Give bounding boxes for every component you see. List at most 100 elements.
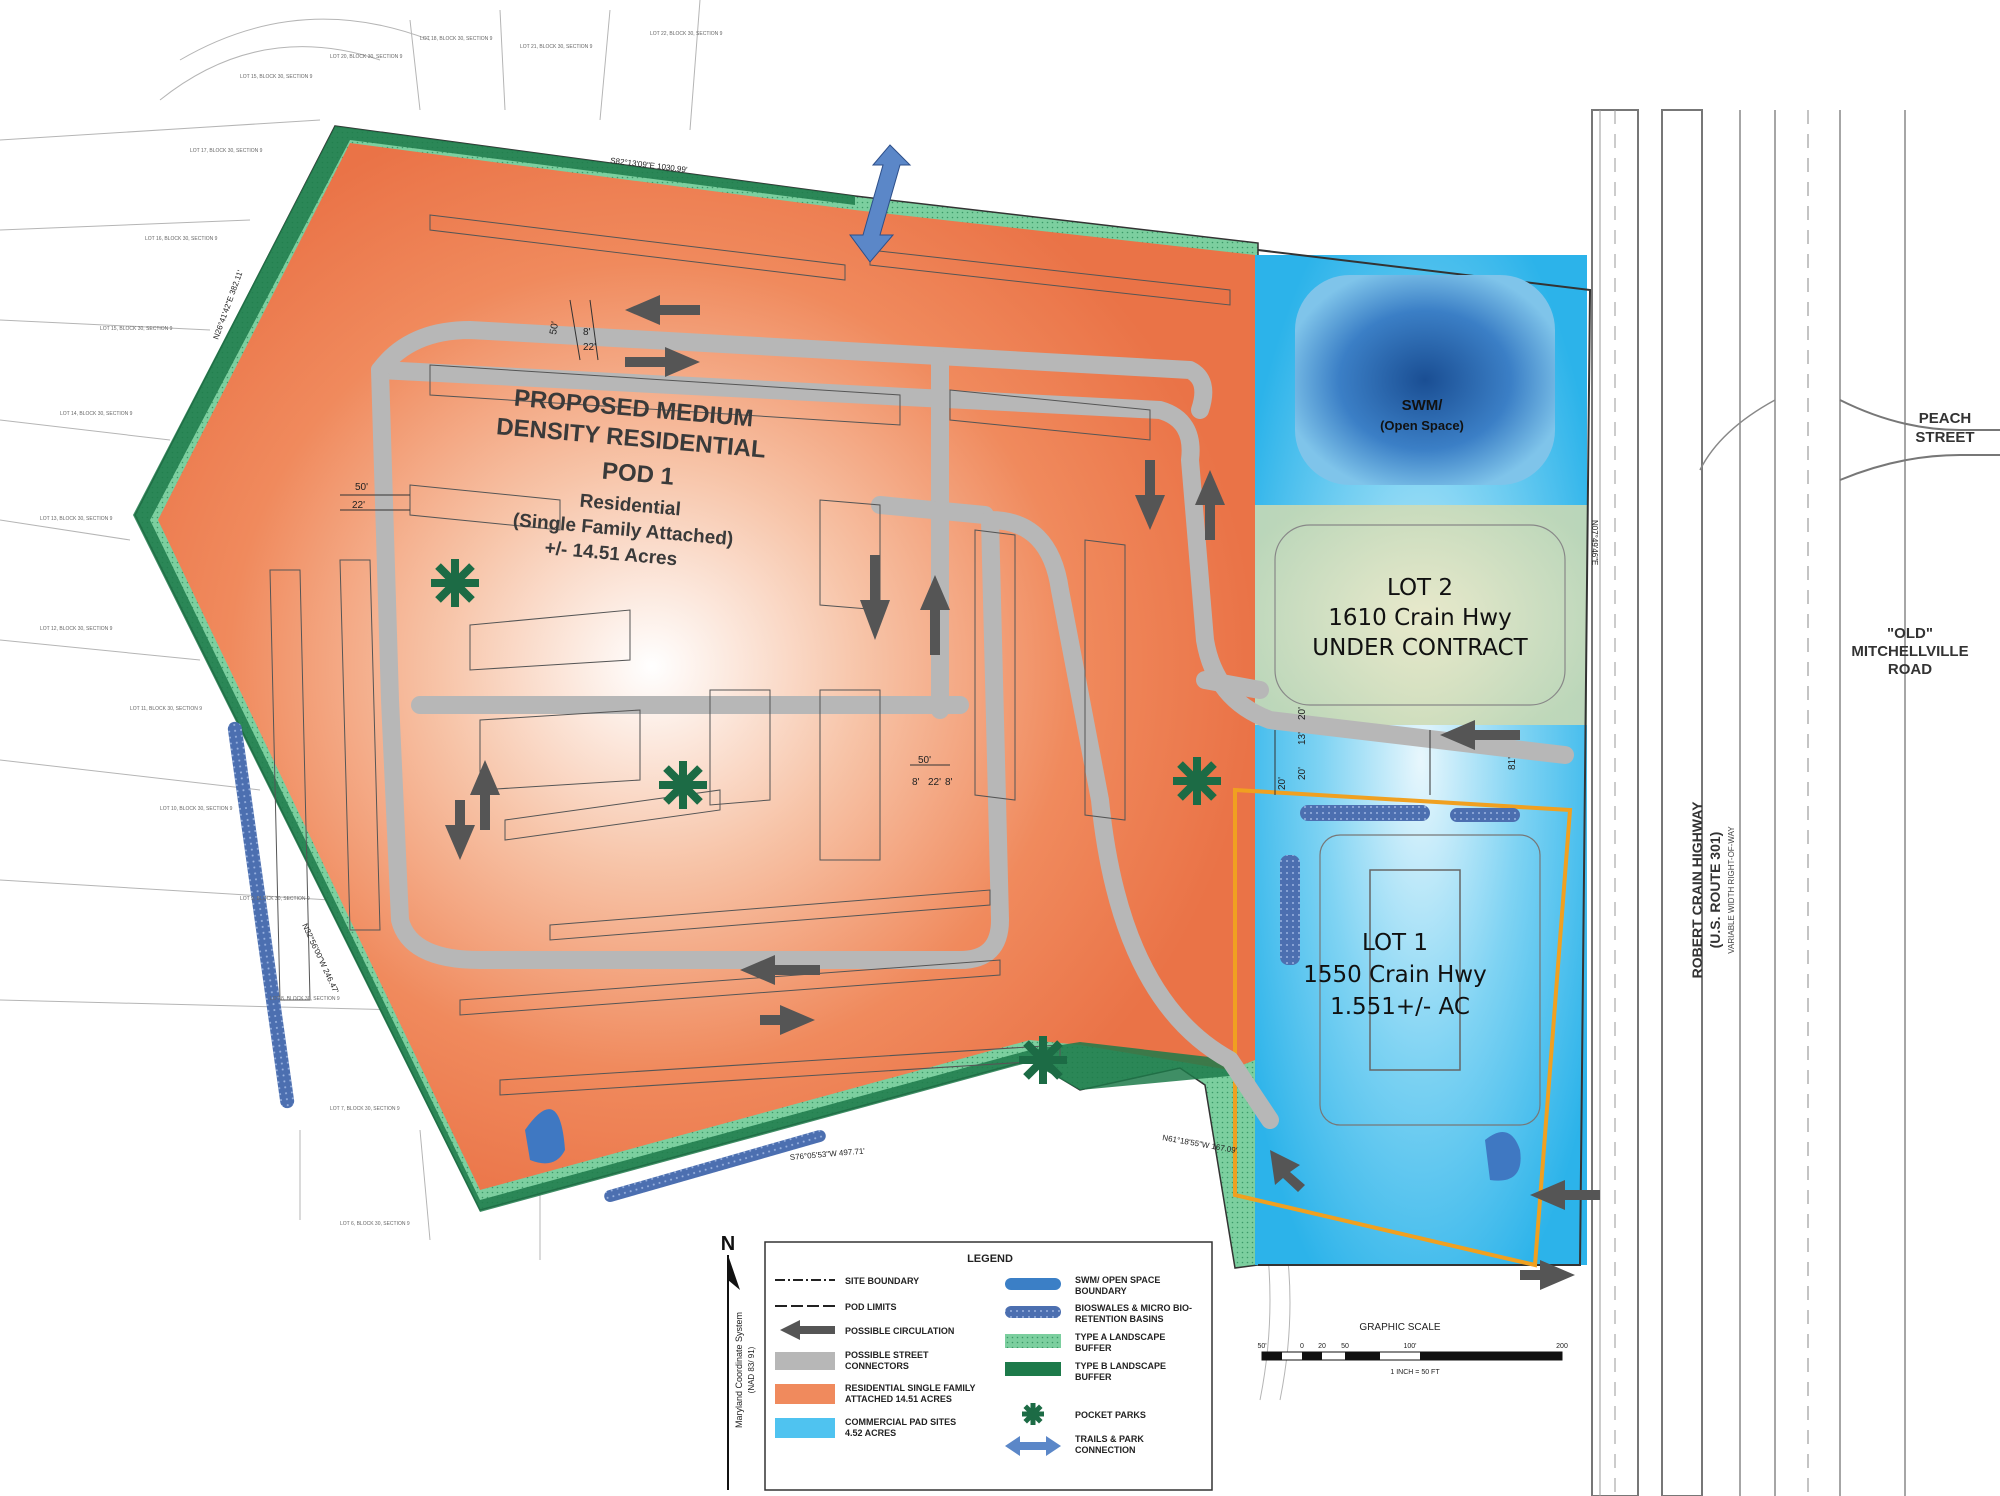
legend-street-connectors-2: CONNECTORS xyxy=(845,1361,909,1371)
legend-swm-1: SWM/ OPEN SPACE xyxy=(1075,1275,1160,1285)
legend-pod-limits: POD LIMITS xyxy=(845,1302,897,1312)
residential-pod xyxy=(158,143,1255,1190)
scale-tick-1: 0 xyxy=(1300,1343,1304,1350)
legend-street-connectors-1: POSSIBLE STREET xyxy=(845,1350,929,1360)
legend-title: LEGEND xyxy=(967,1253,1013,1265)
coordinate-system-1: Maryland Coordinate System xyxy=(734,1312,744,1428)
legend-parks: POCKET PARKS xyxy=(1075,1410,1146,1420)
dim-8d: 8' xyxy=(945,777,953,788)
dim-50c: 50' xyxy=(918,755,931,766)
neighbor-label: LOT 16, BLOCK 30, SECTION 9 xyxy=(145,236,218,242)
legend-residential-1: RESIDENTIAL SINGLE FAMILY xyxy=(845,1383,976,1393)
dim-50b: 50' xyxy=(355,482,368,493)
pocket-parks xyxy=(431,559,1221,1084)
pocket-park-4 xyxy=(1019,1036,1067,1084)
legend-trails-2: CONNECTION xyxy=(1075,1445,1136,1455)
legend-trail-icon xyxy=(1005,1436,1061,1456)
neighbor-label: LOT 22, BLOCK 30, SECTION 9 xyxy=(650,31,723,37)
swm-label-1: SWM/ xyxy=(1402,397,1444,414)
lot1-address: 1550 Crain Hwy xyxy=(1303,962,1486,988)
neighbor-label: LOT 10, BLOCK 30, SECTION 9 xyxy=(160,806,233,812)
crain-highway-label-1: ROBERT CRAIN HIGHWAY xyxy=(1689,801,1705,978)
basin-southwest xyxy=(525,1109,565,1164)
neighbor-label: LOT 14, BLOCK 30, SECTION 9 xyxy=(60,411,133,417)
neighbor-label: LOT 6, BLOCK 30, SECTION 9 xyxy=(340,1221,410,1227)
peach-street-label-1: PEACH xyxy=(1919,410,1972,427)
lot2-area xyxy=(1255,505,1587,725)
bioswale-2 xyxy=(1450,808,1520,822)
mitchellville-label-3: ROAD xyxy=(1888,661,1932,678)
legend-bioswale-1: BIOSWALES & MICRO BIO- xyxy=(1075,1303,1192,1313)
bioswale-3 xyxy=(1280,855,1300,965)
legend-commercial-2: 4.52 ACRES xyxy=(845,1428,896,1438)
dim-81: 81' xyxy=(1507,757,1518,770)
legend-bioswale-2: RETENTION BASINS xyxy=(1075,1314,1164,1324)
neighbor-label: LOT 21, BLOCK 30, SECTION 9 xyxy=(520,44,593,50)
legend-residential-2: ATTACHED 14.51 ACRES xyxy=(845,1394,952,1404)
trail-connection-arrow xyxy=(849,144,912,263)
lot2-status: UNDER CONTRACT xyxy=(1312,635,1528,661)
graphic-scale: GRAPHIC SCALE 50' 0 20 50 100' 200 1 INC… xyxy=(1257,1322,1568,1376)
legend-type-a-2: BUFFER xyxy=(1075,1343,1112,1353)
legend: LEGEND SITE BOUNDARY POD LIMITS POSSIBLE… xyxy=(764,1241,1213,1491)
scale-tick-3: 50 xyxy=(1341,1343,1349,1350)
neighbor-label: LOT 18, BLOCK 30, SECTION 9 xyxy=(420,36,493,42)
crain-highway-label-3: VARIABLE WIDTH RIGHT-OF-WAY xyxy=(1727,826,1736,954)
dim-20a: 20' xyxy=(1297,767,1308,780)
neighbor-label: LOT 15, BLOCK 30, SECTION 9 xyxy=(100,326,173,332)
lot1-basin xyxy=(1485,1132,1521,1181)
mitchellville-label-1: "OLD" xyxy=(1887,625,1933,642)
dim-13: 13' xyxy=(1297,732,1308,745)
legend-type-a-1: TYPE A LANDSCAPE xyxy=(1075,1332,1165,1342)
lot1-building xyxy=(1369,869,1461,1071)
north-arrow: N Maryland Coordinate System (NAD 83/ 91… xyxy=(721,1233,756,1490)
scale-tick-0: 50' xyxy=(1257,1343,1266,1350)
lot2-address: 1610 Crain Hwy xyxy=(1328,605,1511,631)
legend-circulation: POSSIBLE CIRCULATION xyxy=(845,1326,954,1336)
bioswale-1 xyxy=(1300,805,1430,821)
scale-tick-2: 20 xyxy=(1318,1343,1326,1350)
dim-22a: 22' xyxy=(583,342,596,353)
lot1-area: 1.551+/- AC xyxy=(1330,994,1470,1020)
neighbor-label: LOT 13, BLOCK 30, SECTION 9 xyxy=(40,516,113,522)
coordinate-system-2: (NAD 83/ 91) xyxy=(747,1346,756,1393)
neighbor-label: LOT 12, BLOCK 30, SECTION 9 xyxy=(40,626,113,632)
neighbor-label: LOT 20, BLOCK 30, SECTION 9 xyxy=(330,54,403,60)
dim-22c: 22' xyxy=(928,777,941,788)
north-letter: N xyxy=(721,1233,735,1255)
bearing-south: S76°05'53"W 497.71' xyxy=(789,1146,865,1162)
dim-20c: 20' xyxy=(1277,777,1288,790)
dim-50a: 50' xyxy=(548,321,561,336)
dim-22b: 22' xyxy=(352,500,365,511)
neighbor-label: LOT 7, BLOCK 30, SECTION 9 xyxy=(330,1106,400,1112)
neighbor-label: LOT 8, BLOCK 30, SECTION 9 xyxy=(270,996,340,1002)
pocket-park-3 xyxy=(1173,757,1221,805)
dim-8c: 8' xyxy=(912,777,920,788)
scale-tick-4: 100' xyxy=(1403,1343,1416,1350)
swm-pond xyxy=(1295,275,1555,485)
pocket-park-1 xyxy=(431,559,479,607)
bioswale-west xyxy=(227,721,295,1109)
legend-type-b-2: BUFFER xyxy=(1075,1372,1112,1382)
legend-type-b-1: TYPE B LANDSCAPE xyxy=(1075,1361,1166,1371)
dim-8a: 8' xyxy=(583,327,591,338)
legend-site-boundary: SITE BOUNDARY xyxy=(845,1276,919,1286)
bearing-southwest: N32°56'00"W 246.47' xyxy=(300,922,340,995)
legend-trails-1: TRAILS & PARK xyxy=(1075,1434,1144,1444)
legend-swm-2: BOUNDARY xyxy=(1075,1286,1127,1296)
crain-highway-label-2: (U.S. ROUTE 301) xyxy=(1707,832,1723,949)
neighbor-label: LOT 15, BLOCK 30, SECTION 9 xyxy=(240,74,313,80)
lot1-name: LOT 1 xyxy=(1362,930,1428,956)
scale-ratio: 1 INCH = 50 FT xyxy=(1390,1369,1440,1376)
neighbor-label: LOT 17, BLOCK 30, SECTION 9 xyxy=(190,148,263,154)
neighbor-labels: LOT 15, BLOCK 30, SECTION 9 LOT 20, BLOC… xyxy=(40,31,723,1227)
peach-street-label-2: STREET xyxy=(1915,429,1974,446)
mitchellville-label-2: MITCHELLVILLE xyxy=(1851,643,1968,660)
crain-highway xyxy=(1591,109,2000,1496)
bioswale-south xyxy=(604,1129,826,1203)
lot2-name: LOT 2 xyxy=(1387,575,1453,601)
dim-20b: 20' xyxy=(1297,707,1308,720)
pod1-name: POD 1 xyxy=(601,458,675,491)
legend-park-icon xyxy=(1022,1403,1044,1425)
